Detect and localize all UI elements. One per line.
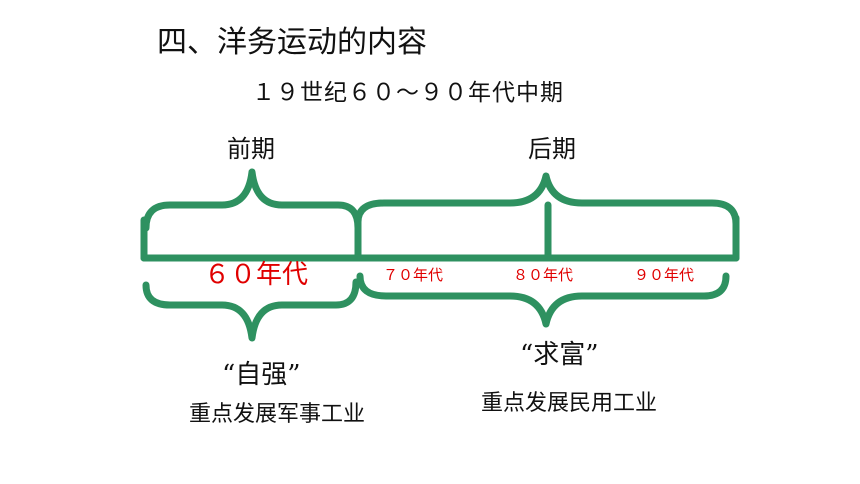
- phase-label-late: 后期: [528, 135, 576, 163]
- description-early: 重点发展军事工业: [189, 402, 366, 427]
- slide-title: 四、洋务运动的内容: [157, 25, 427, 60]
- slogan-late: “求富”: [520, 340, 599, 370]
- phase-label-early: 前期: [227, 135, 275, 163]
- brace-top-early: [142, 168, 362, 232]
- slogan-early: “自强”: [222, 360, 301, 390]
- brace-bottom-early: [142, 278, 360, 342]
- decade-label-60s: ６０年代: [204, 260, 309, 290]
- decade-label-90s: ９０年代: [634, 266, 695, 284]
- period-subtitle: １９世纪６０～９０年代中期: [252, 80, 564, 106]
- brace-bottom-late: [356, 272, 730, 328]
- decade-label-70s: ７０年代: [383, 266, 444, 284]
- decade-label-80s: ８０年代: [513, 266, 574, 284]
- brace-top-late: [354, 172, 740, 228]
- description-late: 重点发展民用工业: [481, 391, 658, 416]
